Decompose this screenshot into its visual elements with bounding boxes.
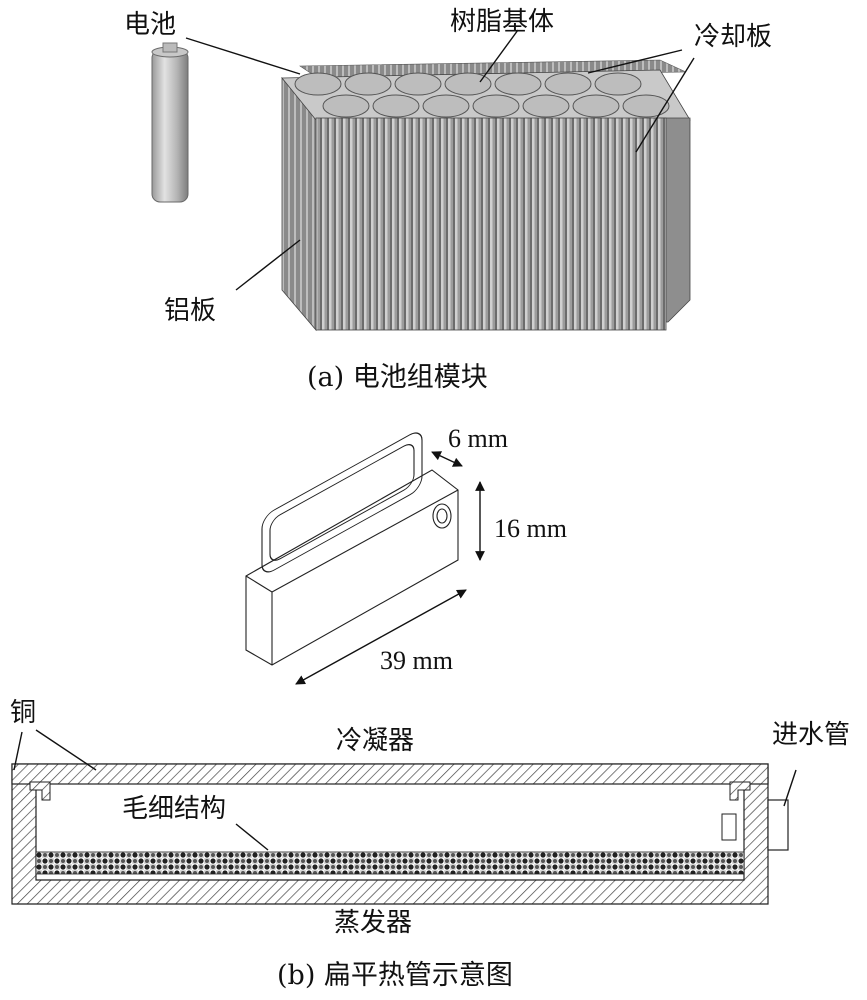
leader-battery	[185, 37, 301, 75]
cell-top	[372, 94, 420, 118]
leader-aluminum-plate	[235, 239, 301, 291]
dim-length: 39 mm	[380, 646, 453, 675]
cell-top	[422, 94, 470, 118]
cell-top	[344, 72, 392, 96]
label-capillary-structure: 毛细结构	[122, 794, 227, 824]
leader-cooling-plate-side	[635, 57, 695, 153]
cell-top	[544, 72, 592, 96]
cell-top	[572, 94, 620, 118]
label-water-inlet-pipe: 进水管	[772, 720, 851, 750]
cell-top	[294, 72, 342, 96]
length-arrow	[295, 589, 467, 685]
cell-top	[594, 72, 642, 96]
heat-pipe-3d-sketch	[245, 432, 459, 666]
single-battery-cell	[151, 42, 189, 203]
leader-copper-right	[35, 729, 97, 771]
label-condenser: 冷凝器	[336, 726, 415, 756]
cell-top	[394, 72, 442, 96]
label-aluminum-plate: 铝板	[164, 296, 217, 326]
heat-pipe-cross-section	[11, 763, 789, 905]
label-copper: 铜	[10, 698, 37, 728]
cell-top	[444, 72, 492, 96]
label-cooling-plate: 冷却板	[694, 22, 773, 52]
label-evaporator: 蒸发器	[334, 908, 413, 938]
leader-resin-matrix	[479, 29, 519, 83]
dim-height: 16 mm	[494, 514, 567, 543]
caption-a: (a) 电池组模块	[307, 362, 488, 393]
battery-cell-tops	[294, 72, 670, 118]
cell-top	[322, 94, 370, 118]
leader-copper-left	[13, 731, 23, 771]
thickness-arrow	[431, 451, 463, 467]
leader-water-inlet	[783, 769, 797, 807]
cell-top	[494, 72, 542, 96]
leader-capillary	[235, 823, 269, 851]
cell-top	[472, 94, 520, 118]
label-resin-matrix: 树脂基体	[450, 7, 555, 37]
cell-top	[622, 94, 670, 118]
dim-thickness: 6 mm	[448, 424, 508, 453]
caption-b: (b) 扁平热管示意图	[277, 960, 513, 991]
cell-top	[522, 94, 570, 118]
leader-cooling-plate-top	[587, 49, 683, 74]
label-battery: 电池	[124, 10, 177, 40]
